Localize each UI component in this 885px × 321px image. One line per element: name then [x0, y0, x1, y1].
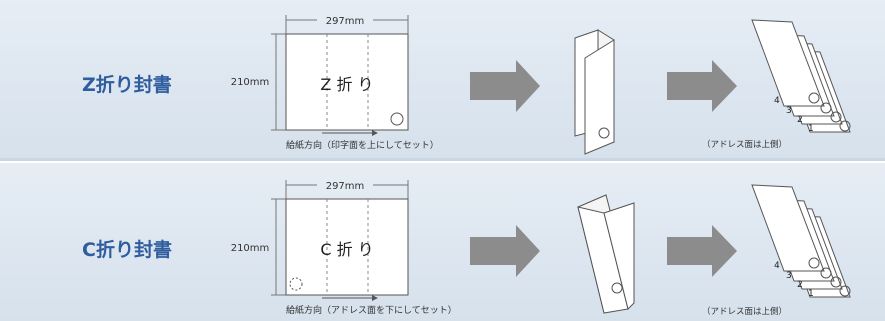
z-folded-leaflet: [574, 29, 615, 155]
process-arrow: [667, 60, 737, 112]
sheet-label: Z 折 り: [320, 75, 373, 94]
stack-number: 4: [774, 96, 780, 106]
width-label: 297mm: [326, 181, 365, 192]
stack-number: 3: [786, 106, 792, 116]
c-fold-band: [0, 163, 885, 321]
stack-number: 1: [808, 124, 814, 134]
envelope-stack: 4 3 2 1: [751, 184, 851, 299]
stack-note: （アドレス面は上側）: [702, 139, 787, 150]
process-arrow: [667, 225, 737, 277]
process-arrow: [470, 60, 540, 112]
flat-sheet: [285, 198, 409, 296]
address-mark-back: [289, 277, 303, 291]
c-fold-row: C折り封書 297mm 210mm C 折 り 給紙方向（アドレス面を下にしてセ…: [0, 163, 885, 321]
c-fold-diagram: 297mm 210mm C 折 り 給紙方向（アドレス面を下にしてセット）: [231, 180, 851, 317]
height-label: 210mm: [231, 243, 270, 254]
stack-number: 1: [808, 289, 814, 299]
z-fold-band: [0, 0, 885, 161]
c-fold-title: C折り封書: [82, 239, 172, 261]
z-fold-row: Z折り封書 297mm 210mm Z 折 り 給紙方向（印字面を上にしてセット…: [0, 0, 885, 161]
height-label: 210mm: [231, 77, 270, 88]
envelope-stack: 4 3 2 1: [751, 19, 851, 134]
z-fold-title: Z折り封書: [82, 74, 172, 96]
stack-number: 2: [797, 115, 803, 125]
stack-number: 4: [774, 261, 780, 271]
address-mark: [390, 112, 404, 126]
direction-label: 給紙方向（アドレス面を下にしてセット）: [286, 304, 457, 316]
stack-number: 2: [797, 280, 803, 290]
flat-sheet: [285, 33, 409, 131]
c-folded-leaflet: [577, 194, 635, 314]
z-fold-diagram: 297mm 210mm Z 折 り 給紙方向（印字面を上にしてセット）: [231, 15, 851, 155]
stack-note: （アドレス面は上側）: [702, 306, 787, 317]
direction-label: 給紙方向（印字面を上にしてセット）: [286, 139, 439, 151]
process-arrow: [470, 225, 540, 277]
sheet-label: C 折 り: [320, 240, 373, 259]
stack-number: 3: [786, 271, 792, 281]
width-label: 297mm: [326, 16, 365, 27]
